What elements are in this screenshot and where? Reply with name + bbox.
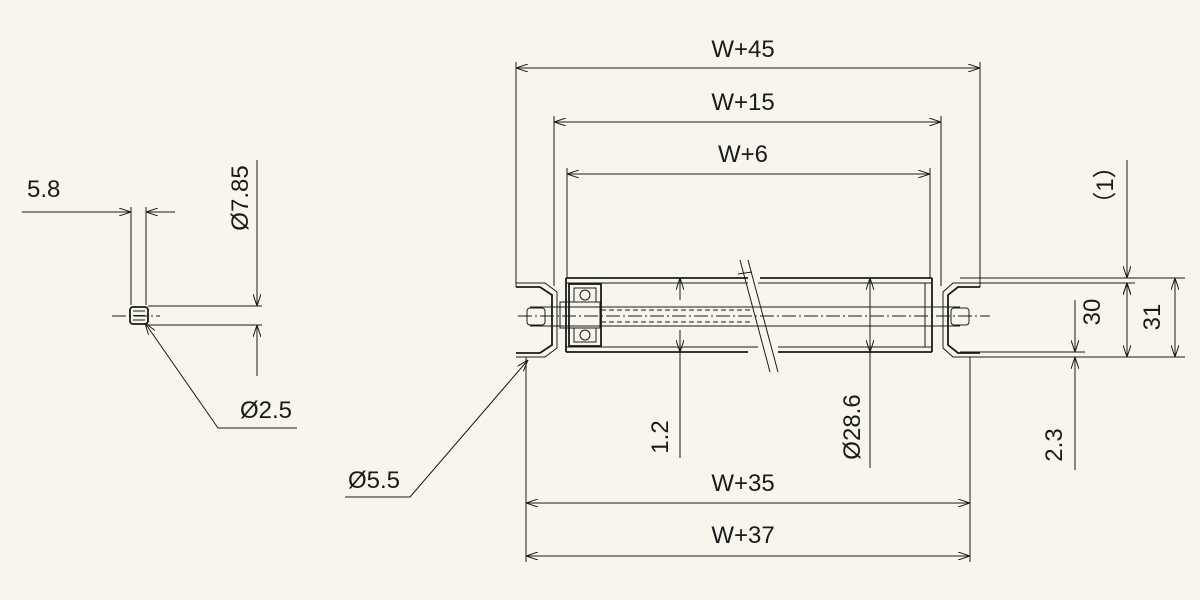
dim-d2-5: Ø2.5 [240,397,292,424]
dim-2-3: 2.3 [1041,428,1068,461]
right-bracket [947,286,980,354]
dim-w6: W+6 [718,141,768,168]
dim-31: 31 [1139,304,1166,331]
dim-1-2: 1.2 [647,420,674,453]
dim-d28-6: Ø28.6 [839,394,866,459]
dim-d7-85: Ø7.85 [227,165,254,230]
dim-d5-5: Ø5.5 [348,467,400,494]
dim-w35: W+35 [711,470,774,497]
roller-assembly [516,259,990,373]
shaft-end-detail [22,160,297,429]
dim-w15: W+15 [711,89,774,116]
dim-w37: W+37 [711,522,774,549]
dim-w45: W+45 [711,36,774,63]
horizontal-dimensions [515,62,981,562]
left-bracket [516,286,553,354]
dimension-labels: W+45 W+15 W+6 W+35 W+37 （1） 30 31 2.3 1.… [27,36,1166,549]
dim-1: （1） [1092,154,1119,215]
dim-5-8: 5.8 [27,176,60,203]
vertical-dimensions [345,160,1185,498]
dim-30: 30 [1079,299,1106,326]
